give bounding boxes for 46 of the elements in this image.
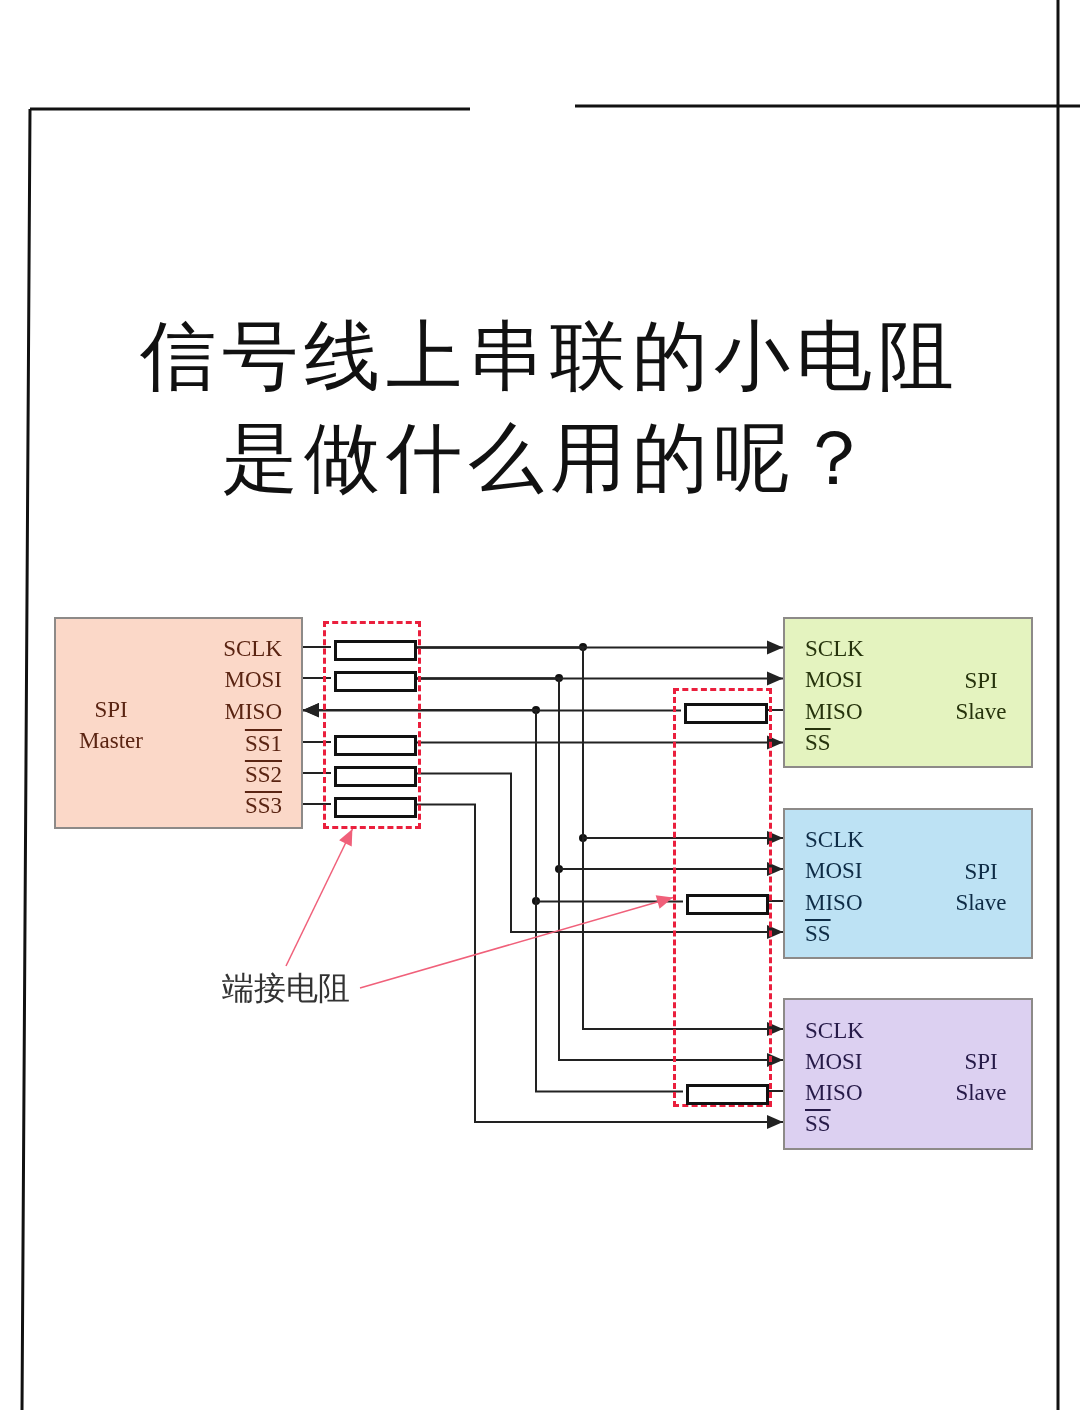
signal-line [302, 677, 332, 679]
resistor-symbol [334, 766, 417, 787]
pin-label: SCLK [785, 634, 885, 664]
signal-line [302, 646, 332, 648]
signal-line [302, 741, 332, 743]
pin-label: MOSI [785, 665, 885, 695]
resistor-symbol [334, 671, 417, 692]
chip-box [783, 998, 1033, 1150]
annotation-label: 端接电阻 [212, 966, 360, 1010]
chip-box [783, 617, 1033, 768]
resistor-symbol [334, 640, 417, 661]
title: 信号线上串联的小电阻是做什么用的呢？ [139, 310, 961, 504]
pin-label: MOSI [205, 665, 305, 695]
resistor-symbol [686, 894, 769, 915]
chip-label: SPI Slave [954, 1048, 1008, 1107]
pin-label: SS [785, 919, 885, 949]
pin-label: SS2 [205, 760, 305, 790]
pin-label: MOSI [785, 1047, 885, 1077]
pin-label: MISO [785, 888, 885, 918]
pin-label: SCLK [785, 1016, 885, 1046]
pin-label: SS [785, 1109, 885, 1139]
chip-box [54, 617, 303, 829]
pin-label: MOSI [785, 856, 885, 886]
chip-label: SPI Slave [954, 858, 1008, 917]
resistor-symbol [334, 735, 417, 756]
chip-label: SPI Master [78, 696, 144, 755]
signal-line [302, 803, 332, 805]
pin-label: SCLK [205, 634, 305, 664]
pin-label: MISO [785, 697, 885, 727]
signal-line [302, 703, 684, 1093]
leader-line [359, 895, 674, 989]
leader-line [285, 828, 354, 967]
pin-label: MISO [785, 1078, 885, 1108]
dashed-outline [673, 688, 772, 1107]
resistor-symbol [686, 1084, 769, 1105]
resistor-symbol [684, 703, 768, 724]
pin-label: SS [785, 728, 885, 758]
chip-box [783, 808, 1033, 959]
resistor-symbol [334, 797, 417, 818]
pin-label: SS3 [205, 791, 305, 821]
signal-line [302, 772, 332, 774]
pin-label: SS1 [205, 729, 305, 759]
pin-label: SCLK [785, 825, 885, 855]
dashed-outline [323, 621, 421, 829]
chip-label: SPI Slave [954, 667, 1008, 726]
pin-label: MISO [205, 697, 305, 727]
